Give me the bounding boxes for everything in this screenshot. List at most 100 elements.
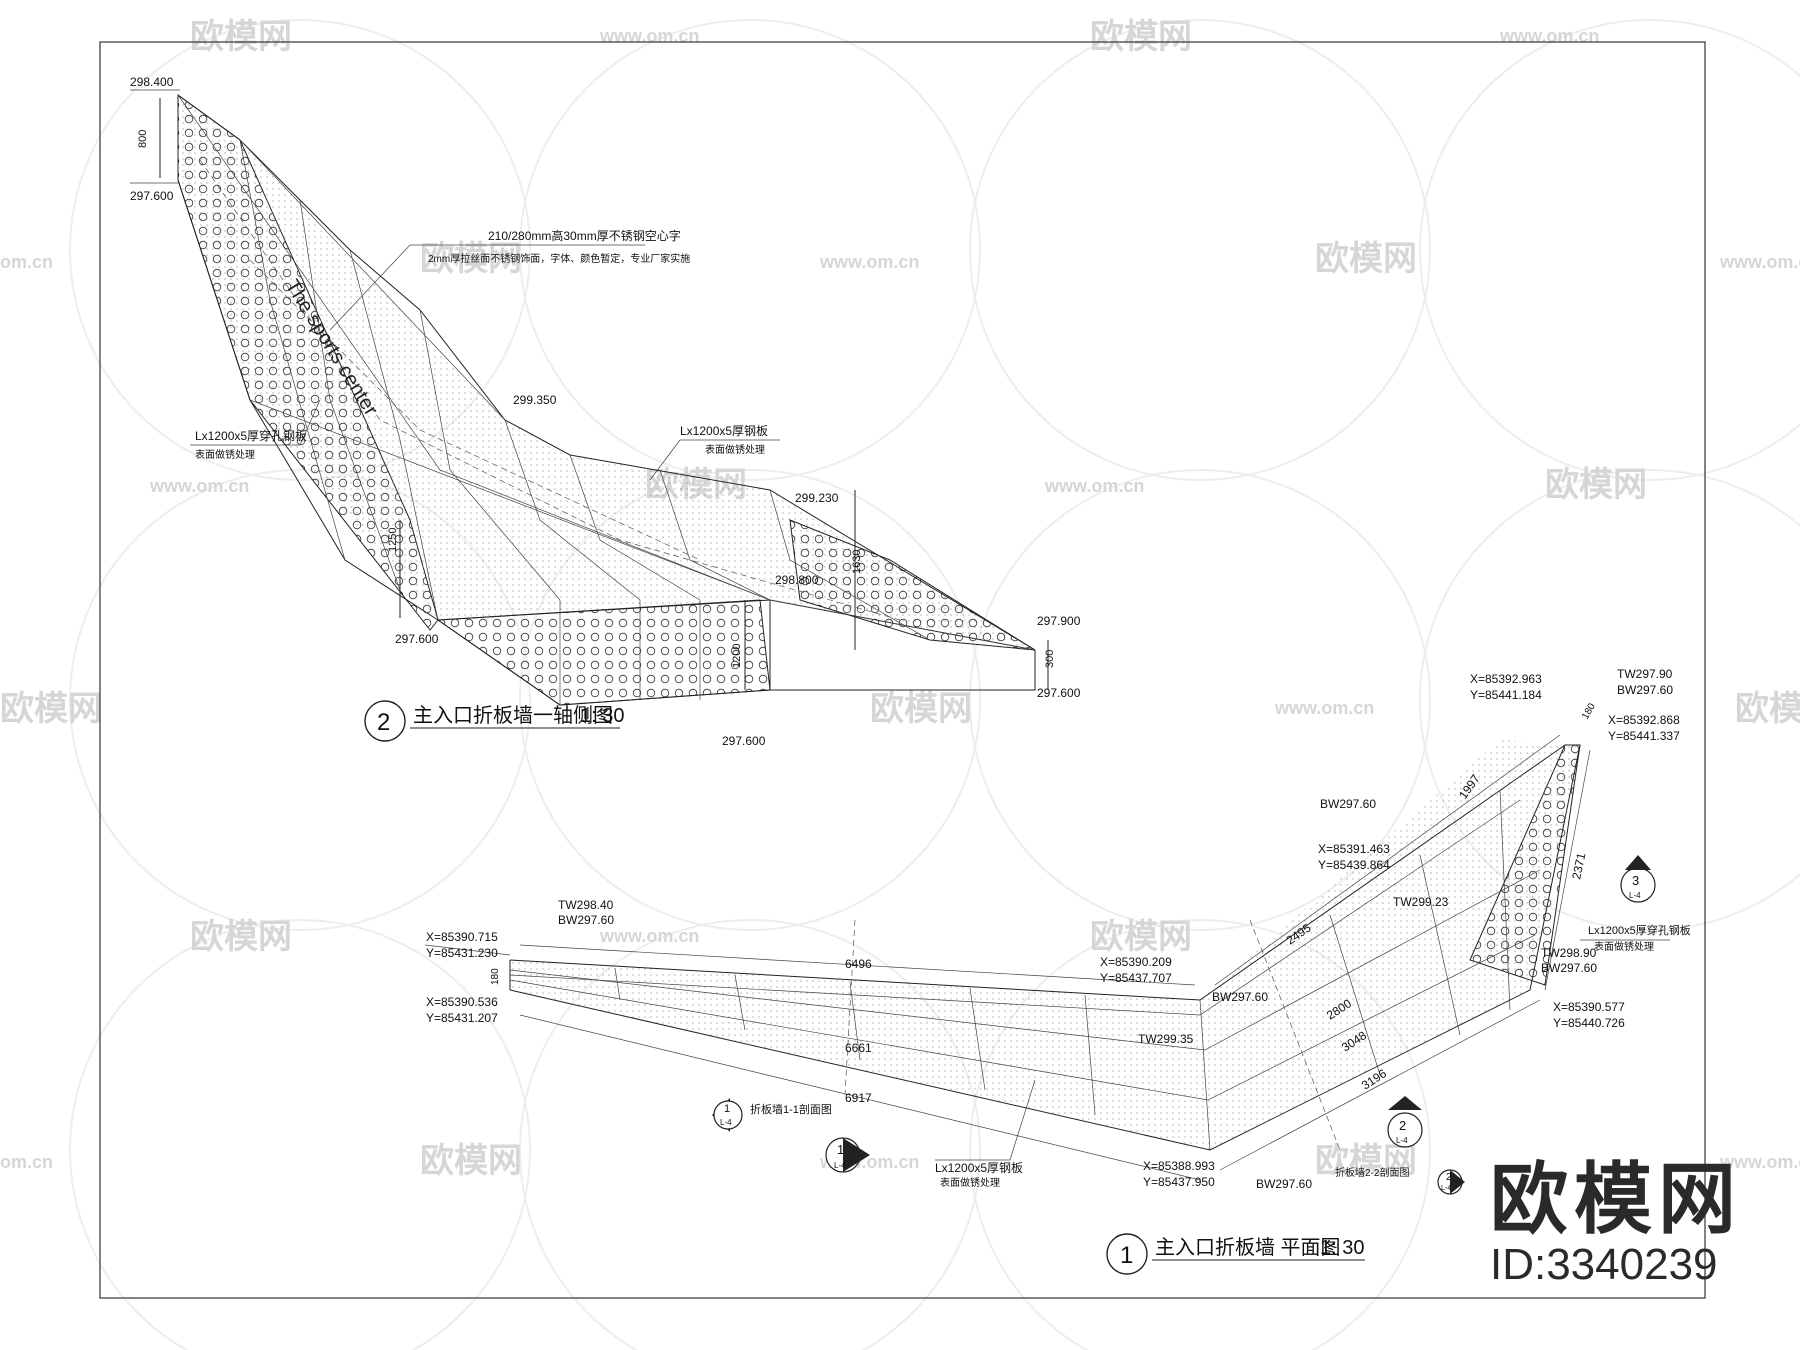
- watermark-url: www.om.cn: [1499, 26, 1599, 46]
- coord-right-b-y: Y=85441.337: [1608, 729, 1680, 743]
- watermark-brand: 欧模网: [1315, 1142, 1417, 1180]
- svg-text:L-4: L-4: [1441, 1185, 1451, 1192]
- plan-view-scale: 1: 30: [1320, 1237, 1364, 1259]
- coord-left-bot-x: X=85390.536: [426, 995, 498, 1009]
- svg-text:3: 3: [1632, 873, 1639, 888]
- section-1-label: 折板墙1-1剖面图: [750, 1102, 832, 1116]
- svg-text:2: 2: [1446, 1172, 1452, 1183]
- dim-end-height: 300: [1044, 650, 1056, 668]
- elev-right-bottom: 297.600: [1037, 686, 1081, 700]
- coord-mid-top-x: X=85390.209: [1100, 955, 1172, 969]
- dim-right-height: 1630: [851, 550, 863, 574]
- plan-view-title: 主入口折板墙 平面图: [1155, 1236, 1341, 1259]
- level-bw-right: BW297.60: [1541, 961, 1597, 975]
- watermark-url: www.om.cn: [599, 926, 699, 946]
- elev-right-peak: 299.230: [795, 491, 839, 505]
- view-title: 主入口折板墙一轴侧图: [413, 704, 613, 727]
- svg-text:L-4: L-4: [1629, 891, 1641, 900]
- watermark-url: www.om.cn: [819, 252, 919, 272]
- perforated-panel-right: [789, 519, 1036, 651]
- watermark-brand: 欧模网: [0, 690, 102, 728]
- dim-center-height: 1200: [731, 644, 743, 668]
- level-tw-left: TW298.40: [558, 898, 614, 912]
- dim-left-height: 800: [137, 130, 149, 148]
- coord-mid-bot-x: X=85388.993: [1143, 1159, 1215, 1173]
- section-2-label: 折板墙2-2剖面图: [1335, 1166, 1409, 1179]
- note-letters-2: 2mm厚拉丝面不锈钢饰面，字体、颜色暂定，专业厂家实施: [428, 252, 690, 265]
- view-number-badge: [364, 700, 406, 742]
- dim-6661: 6661: [845, 1041, 872, 1055]
- level-bw-mid-top: BW297.60: [1212, 990, 1268, 1004]
- plan-note-panel-2: 表面做锈处理: [940, 1176, 1000, 1189]
- watermark-brand: 欧模网: [1090, 18, 1192, 56]
- watermark-url: www.om.cn: [1719, 1152, 1800, 1172]
- dim-mid-height: 1250: [387, 528, 399, 552]
- svg-text:L-4: L-4: [1396, 1136, 1408, 1145]
- svg-text:2: 2: [1399, 1118, 1406, 1133]
- svg-text:1: 1: [724, 1103, 730, 1115]
- coord-bend-y: Y=85439.864: [1318, 858, 1390, 872]
- view-scale: 1: 30: [580, 705, 624, 727]
- watermark-layer: [69, 19, 1800, 1350]
- plan-view-number-badge: [1106, 1233, 1148, 1275]
- steel-panel-faces: [178, 95, 1035, 650]
- section-marker-3: 3 L-4: [1620, 855, 1656, 903]
- svg-text:1: 1: [837, 1142, 844, 1157]
- watermark-brand: 欧模网: [190, 18, 292, 56]
- level-tw-right: TW298.90: [1541, 946, 1597, 960]
- watermark-url: om.cn: [0, 1152, 53, 1172]
- watermark-url: om.cn: [0, 252, 53, 272]
- coord-left-bot-y: Y=85431.207: [426, 1011, 498, 1025]
- watermark-url: www.om.cn: [1044, 476, 1144, 496]
- coord-right-bot-y: Y=85440.726: [1553, 1016, 1625, 1030]
- watermark-brand: 欧模网: [1735, 690, 1800, 728]
- note-panel-left-1: Lx1200x5厚穿孔钢板: [195, 428, 307, 443]
- watermark-url: www.om.cn: [599, 26, 699, 46]
- elev-right-top: 297.900: [1037, 614, 1081, 628]
- section-marker-1-big: 1 L-4: [825, 1137, 870, 1173]
- level-bw-left: BW297.60: [558, 913, 614, 927]
- coord-right-a-x: X=85392.963: [1470, 672, 1542, 686]
- dim-180: 180: [490, 968, 501, 985]
- level-tw-mid: TW299.35: [1138, 1032, 1194, 1046]
- level-bw-right-top: BW297.60: [1617, 683, 1673, 697]
- note-letters-1: 210/280mm高30mm厚不锈钢空心字: [488, 228, 681, 243]
- elev-bottom-center: 297.600: [722, 734, 766, 748]
- section-marker-2-small: 2 L-4 折板墙2-2剖面图: [1335, 1166, 1465, 1195]
- brand-id: ID:3340239: [1489, 1240, 1718, 1289]
- dim-6496: 6496: [845, 957, 872, 971]
- axonometric-view: 298.400 297.600 299.350 299.230 298.800 …: [130, 75, 1081, 748]
- plan-note-perf-1: Lx1200x5厚穿孔钢板: [1588, 923, 1691, 937]
- brand-corner: 欧模网 ID:3340239: [1490, 1158, 1742, 1290]
- sheet-border: [99, 41, 1706, 1299]
- coord-bend-x: X=85391.463: [1318, 842, 1390, 856]
- plan-note-perf-2: 表面做锈处理: [1594, 940, 1654, 953]
- dim-180b: 180: [1580, 701, 1598, 721]
- watermark-brand: 欧模网: [420, 240, 522, 278]
- elev-mid-peak: 299.350: [513, 393, 557, 407]
- coord-mid-bot-y: Y=85437.950: [1143, 1175, 1215, 1189]
- svg-text:L-4: L-4: [720, 1118, 732, 1127]
- watermark-brand: 欧模网: [870, 690, 972, 728]
- coord-right-b-x: X=85392.868: [1608, 713, 1680, 727]
- elev-bottom-left: 297.600: [395, 632, 439, 646]
- watermark-url: www.om.cn: [1719, 252, 1800, 272]
- note-panel-left-2: 表面做锈处理: [195, 448, 255, 461]
- coord-left-top-y: Y=85431.230: [426, 946, 498, 960]
- coord-right-a-y: Y=85441.184: [1470, 688, 1542, 702]
- section-marker-1-1: 1 L-4 折板墙1-1剖面图: [712, 1098, 832, 1132]
- watermark-brand: 欧模网: [420, 1142, 522, 1180]
- level-bw-mid-bot: BW297.60: [1256, 1177, 1312, 1191]
- plan-note-panel-1: Lx1200x5厚钢板: [935, 1161, 1023, 1175]
- coord-left-top-x: X=85390.715: [426, 930, 498, 944]
- coord-right-bot-x: X=85390.577: [1553, 1000, 1625, 1014]
- watermark-brand: 欧模网: [1315, 240, 1417, 278]
- watermark-brand: 欧模网: [1545, 466, 1647, 504]
- note-panel-right-1: Lx1200x5厚钢板: [680, 424, 768, 438]
- level-tw-bend: TW299.23: [1393, 895, 1449, 909]
- watermark-brand: 欧模网: [190, 918, 292, 956]
- plan-view-number: 1: [1120, 1242, 1133, 1269]
- watermark-url: www.om.cn: [1274, 698, 1374, 718]
- level-tw-right-top: TW297.90: [1617, 667, 1673, 681]
